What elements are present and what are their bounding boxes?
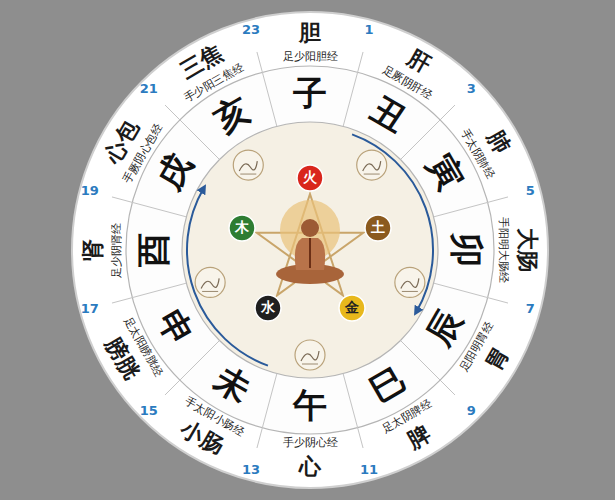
sector-divider [343, 52, 363, 126]
pentagram [257, 194, 364, 295]
element-name: 火 [296, 164, 324, 187]
sector-divider [112, 283, 186, 303]
earthly-branch: 午 [293, 387, 327, 424]
element-picture [233, 150, 263, 180]
sector-divider [434, 197, 508, 217]
hour-number: 15 [140, 404, 158, 418]
element-circle-fill [297, 165, 323, 191]
hour-number: 13 [242, 463, 260, 477]
hour-number: 17 [81, 302, 99, 316]
element-name: 水 [254, 294, 282, 317]
element-circle: 土 [364, 214, 392, 242]
outer-ring [72, 12, 548, 488]
picture-sketch [401, 278, 419, 288]
sector-divider [434, 283, 508, 303]
meridian-name: 足少阳胆经 [283, 51, 338, 63]
meridian-name: 手阳明大肠经 [497, 217, 509, 283]
organ-name: 大肠 [515, 228, 539, 272]
picture-sketch [202, 291, 218, 292]
organ-name: 胆 [299, 21, 321, 45]
element-picture [295, 340, 325, 370]
picture-sketch [301, 351, 319, 361]
element-circle: 火 [296, 164, 324, 192]
element-circle: 金 [338, 294, 366, 322]
sector-divider [257, 374, 277, 448]
picture-sketch [402, 291, 418, 292]
picture-frame [357, 150, 387, 180]
hour-number: 9 [467, 404, 476, 418]
earthly-branch: 酉 [135, 233, 172, 267]
picture-frame [233, 150, 263, 180]
picture-sketch [363, 161, 381, 171]
hour-number: 3 [467, 82, 476, 96]
picture-sketch [302, 364, 318, 365]
element-circle: 木 [228, 214, 256, 242]
element-circle: 水 [254, 294, 282, 322]
picture-sketch [240, 174, 256, 175]
branch-ring [126, 66, 494, 434]
picture-frame [295, 340, 325, 370]
organ-name: 心 [299, 455, 321, 479]
picture-sketch [201, 278, 219, 288]
element-picture [195, 267, 225, 297]
picture-sketch [239, 161, 257, 171]
hour-number: 21 [140, 82, 158, 96]
sector-divider [343, 374, 363, 448]
element-name: 土 [364, 214, 392, 237]
center-disk [182, 122, 438, 378]
hour-number: 1 [364, 23, 373, 37]
element-circle-fill [229, 215, 255, 241]
earthly-branch: 卯 [447, 233, 484, 267]
picture-frame [395, 267, 425, 297]
hour-number: 23 [242, 23, 260, 37]
sector-divider [257, 52, 277, 126]
cycle-arrow [187, 189, 268, 366]
element-circle-fill [339, 295, 365, 321]
element-name: 金 [338, 294, 366, 317]
element-picture [357, 150, 387, 180]
sector-divider [112, 197, 186, 217]
element-name: 木 [228, 214, 256, 237]
element-circle-fill [365, 215, 391, 241]
meridian-name: 手少阴心经 [283, 437, 338, 449]
element-circle-fill [255, 295, 281, 321]
organ-name: 肾 [81, 239, 105, 261]
element-picture [395, 267, 425, 297]
figure-channel [309, 238, 311, 268]
figure-body [295, 238, 325, 270]
picture-frame [195, 267, 225, 297]
hour-number: 5 [526, 184, 535, 198]
hour-number: 11 [360, 463, 378, 477]
hour-number: 19 [81, 184, 99, 198]
earthly-branch: 子 [293, 75, 327, 112]
cycle-arrow [352, 134, 433, 311]
meridian-name: 足少阴肾经 [111, 223, 123, 278]
picture-sketch [364, 174, 380, 175]
hour-number: 7 [526, 302, 535, 316]
figure-head [301, 219, 319, 237]
